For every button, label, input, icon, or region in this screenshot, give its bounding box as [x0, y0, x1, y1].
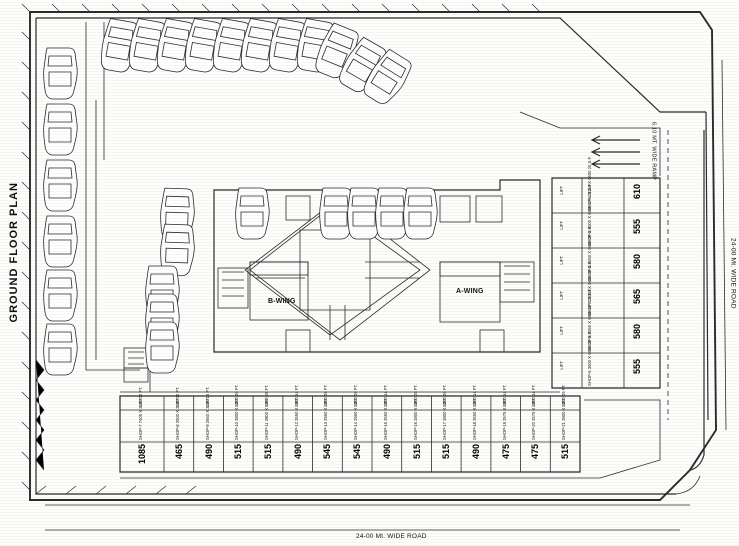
- right-shop-lift-tag: LIFT: [559, 361, 564, 370]
- bottom-shop-number: 545: [352, 444, 363, 460]
- bottom-shop-dimensions: SHOP-18 2650 X 3300 14 FT.: [472, 384, 477, 440]
- right-shop-number: 555: [632, 359, 642, 375]
- bottom-shop-number: 515: [441, 444, 452, 460]
- bottom-shop-number: 490: [381, 444, 392, 460]
- bottom-shop-number: 1085: [137, 444, 147, 465]
- right-shop-lift-tag: LIFT: [559, 291, 564, 300]
- bottom-shop-dimensions: SHOP-12 2650 X 3300 14 FT.: [293, 384, 299, 440]
- bottom-shop-number: 515: [560, 444, 571, 460]
- bottom-shop-dimensions: SHOP-13 2950 X 3300 05 FT.: [323, 384, 329, 440]
- page-title: GROUND FLOOR PLAN: [8, 182, 20, 323]
- bottom-shop-number: 475: [530, 444, 541, 460]
- wing-label-a: A-WING: [456, 288, 484, 295]
- ramp-label: 6.10 MT. WIDE RAMP: [650, 122, 657, 180]
- bottom-shop-dimensions: SHOP-20 2575 X 3300 14 FT.: [531, 384, 537, 440]
- right-shop-lift-tag: LIFT: [559, 221, 564, 230]
- bottom-shop-dimensions: SHOP-14 2950 X 3300 05 FT.: [353, 384, 359, 440]
- bottom-shop-dimensions: SHOP-19 2575 X 3300 14 FT.: [501, 384, 507, 440]
- right-shop-number: 555: [632, 219, 642, 235]
- right-shop-number: 610: [632, 184, 642, 200]
- wing-label-b: B-WING: [268, 298, 296, 305]
- bottom-shop-number: 545: [322, 444, 333, 460]
- right-shop-lift-tag: LIFT: [559, 186, 564, 195]
- bottom-road-label: 24-00 Mt. WIDE ROAD: [356, 533, 427, 540]
- bottom-shop-dimensions: SHOP-21 2800 X 3300 05 FT.: [561, 384, 567, 440]
- right-shop-number: 580: [632, 254, 642, 270]
- bottom-shop-dimensions: SHOP-8 2500 X 3300 02 FT.: [174, 386, 180, 440]
- bottom-shop-number: 490: [203, 444, 214, 460]
- bottom-shop-dimensions: SHOP-17 2800 X 3300 05 FT.: [442, 384, 448, 440]
- bottom-shop-number: 465: [173, 444, 184, 460]
- bottom-shop-number: 490: [471, 444, 481, 460]
- bottom-shop-dimensions: SHOP-7 7405 X 3300 02 FT.: [138, 386, 143, 440]
- bottom-shop-dimensions: SHOP-9 2650 X 3300 14 FT.: [204, 386, 210, 440]
- bottom-shop-number: 475: [500, 444, 511, 460]
- right-shop-dimensions: SHOP-6 3000 X 6600 20 S.F.: [587, 331, 592, 386]
- bottom-shop-dimensions: SHOP-16 2800 X 3300 05 FT.: [412, 384, 418, 440]
- right-shop-number: 565: [632, 289, 642, 305]
- bottom-shop-number: 490: [292, 444, 303, 460]
- right-shop-lift-tag: LIFT: [559, 326, 564, 335]
- bottom-shop-number: 515: [263, 444, 273, 460]
- right-shop-lift-tag: LIFT: [559, 256, 564, 265]
- bottom-shop-number: 515: [233, 444, 244, 460]
- bottom-shop-dimensions: SHOP-10 2800 X 3300 05 FT.: [234, 384, 240, 440]
- bottom-shop-grid: [120, 396, 581, 473]
- right-shop-grid: [552, 178, 661, 389]
- bottom-shop-dimensions: SHOP-11 2800 X 3300 05 FT.: [264, 384, 269, 440]
- bottom-shop-dimensions: SHOP-15 2650 X 3300 14 FT.: [382, 384, 388, 440]
- bottom-shop-number: 515: [411, 444, 422, 460]
- right-road-label: 24-00 Mt. WIDE ROAD: [729, 238, 737, 309]
- right-shop-number: 580: [632, 324, 642, 340]
